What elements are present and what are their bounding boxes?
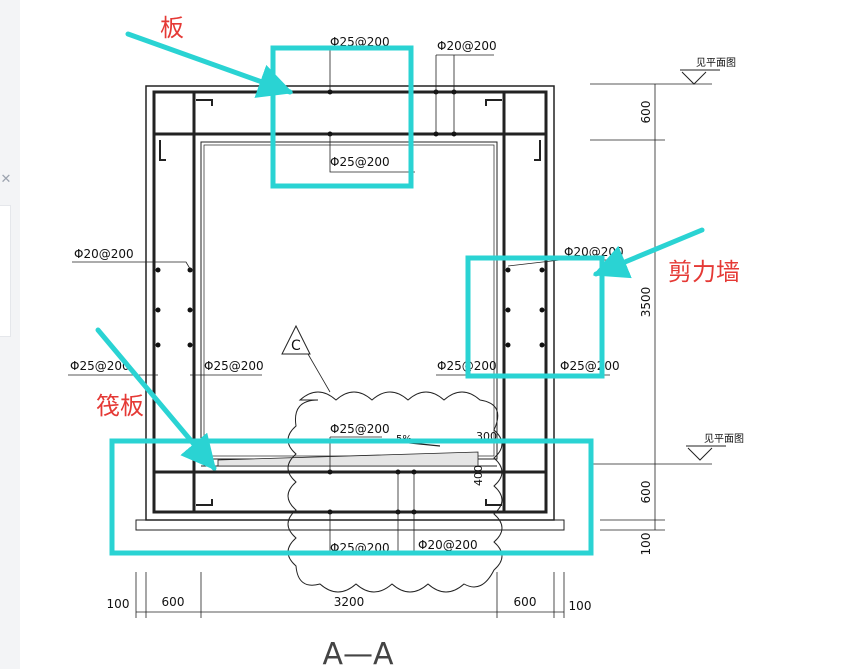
left-sidebar-strip: ✕ [0, 0, 20, 669]
rebar-dot [505, 342, 511, 348]
rebar-dot [505, 267, 511, 273]
label-sump-400: 400 [472, 465, 485, 486]
rebar-dot [505, 307, 511, 313]
rebar-dot [155, 342, 161, 348]
leader-left-dist [72, 261, 193, 273]
highlight-box-slab [270, 45, 414, 189]
hook-br [485, 499, 502, 506]
revision-cloud-outline [287, 391, 503, 593]
cloud-tag-letter: C [291, 338, 301, 354]
rebar-dots [155, 89, 545, 515]
arrow-raft [95, 327, 217, 471]
revision-cloud [287, 391, 503, 593]
label-left-wall-main: Φ25@200 [70, 359, 130, 373]
dim-horizontal-right-600: 600 [514, 595, 537, 609]
dim-vertical-bottom-600: 600 [639, 481, 653, 504]
label-left-wall-dist: Φ20@200 [74, 247, 134, 261]
level-note-bottom: 见平面图 [704, 433, 744, 445]
inner-box-line [203, 144, 495, 457]
level-marker-top [680, 69, 720, 85]
highlight-box-shear-wall [465, 255, 605, 379]
arrow-shear-wall [592, 227, 705, 279]
label-right-wall-main: Φ25@200 [560, 359, 620, 373]
cloud-tag-triangle [281, 324, 311, 355]
base-slab [135, 519, 565, 531]
rebar-dot [539, 342, 545, 348]
highlight-boxes [109, 45, 605, 556]
annotation-slab: 板 [160, 14, 184, 42]
dim-horizontal-right-100: 100 [569, 599, 592, 613]
label-bottom-upper: Φ25@200 [330, 422, 390, 436]
leader-top-right [435, 54, 494, 134]
structure-outline [135, 85, 565, 531]
vertical-dimension [590, 83, 712, 531]
leader-cloud-tag [307, 353, 331, 393]
annotation-raft: 筏板 [96, 392, 144, 420]
section-title: A—A [322, 637, 394, 669]
dim-horizontal-left-600: 600 [162, 595, 185, 609]
dim-vertical-100: 100 [639, 533, 653, 556]
annotation-shear-wall: 剪力墙 [668, 258, 740, 286]
highlight-box-raft [109, 438, 594, 556]
hook-tr [485, 99, 541, 161]
hook-bl [196, 499, 213, 506]
rebar-dot [539, 307, 545, 313]
leader-lines [68, 49, 620, 556]
hook-tl [159, 99, 213, 161]
dim-vertical-3500: 3500 [639, 287, 653, 318]
dim-horizontal-3200: 3200 [334, 595, 365, 609]
label-top-lower: Φ25@200 [330, 155, 390, 169]
dim-horizontal-left-100: 100 [107, 597, 130, 611]
side-panel-tab[interactable] [0, 205, 11, 337]
rebar-dot [155, 267, 161, 273]
screed-layer [217, 451, 479, 467]
rebar-dot [187, 342, 193, 348]
dimension-texts: 600 3500 600 100 100 600 3200 600 100 [107, 101, 653, 613]
leader-top-lower [329, 134, 415, 173]
level-note-top: 见平面图 [696, 57, 736, 69]
rebar-dot [155, 307, 161, 313]
label-bottom-right: Φ20@200 [418, 538, 478, 552]
annotation-labels: 板 剪力墙 筏板 [96, 14, 740, 420]
outer-rebar-loop [152, 90, 548, 514]
label-top-right: Φ20@200 [437, 39, 497, 53]
level-marker-bottom [686, 445, 726, 461]
rebar-dot [187, 307, 193, 313]
rebar-dot [539, 267, 545, 273]
close-icon[interactable]: ✕ [0, 172, 12, 187]
dim-vertical-top-600: 600 [639, 101, 653, 124]
arrow-slab [125, 31, 294, 98]
outer-box [145, 85, 555, 521]
horizontal-dimension [135, 572, 565, 618]
annotation-arrows [95, 31, 705, 471]
label-left-inner-main: Φ25@200 [204, 359, 264, 373]
inner-box [200, 141, 498, 460]
